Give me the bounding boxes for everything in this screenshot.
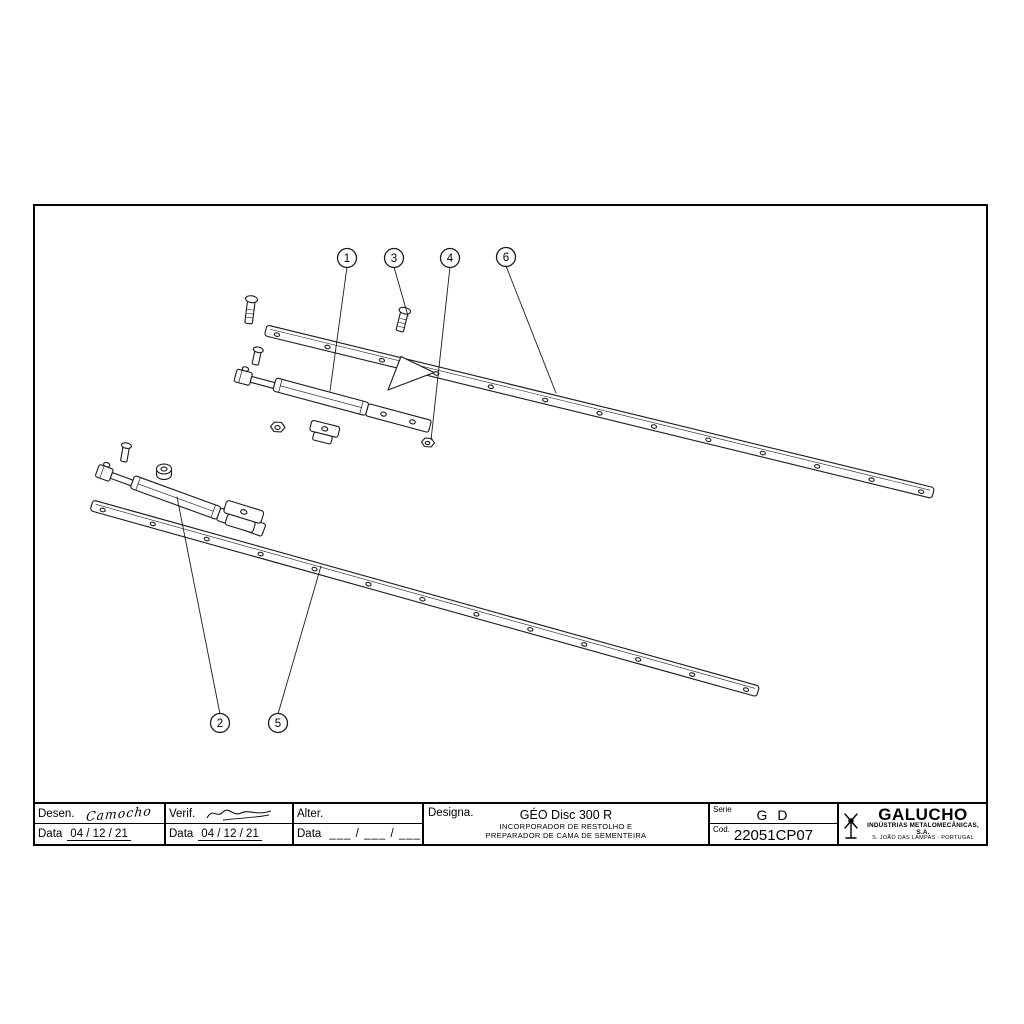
leader-lines [176, 265, 557, 715]
galucho-logo-icon [844, 813, 858, 839]
serie-label: Serie [713, 805, 732, 814]
svg-text:2: 2 [217, 718, 223, 730]
desen-data-label: Data [38, 828, 63, 840]
alter-data-value: ___ / ___ / ___ [329, 828, 422, 840]
serie-value: G D [756, 807, 791, 823]
title-block: Desen. Camocho Data 04 / 12 / 21 Verif. [35, 802, 986, 844]
titleblock-serie-cod-cell: Serie G D Cod. 22051CP07 [710, 804, 839, 844]
brand-line-1: INDÚSTRIAS METALOMECÂNICAS, S.A. [867, 822, 979, 836]
lower-rail-part [90, 500, 760, 697]
titleblock-alter-cell: Alter. Data ___ / ___ / ___ [294, 804, 424, 844]
nut-upper-part [269, 421, 286, 433]
titleblock-verif-cell: Verif. Data 04 / 12 / 21 [166, 804, 294, 844]
callout-2: 2 [209, 712, 231, 734]
brand-name: GALUCHO [878, 805, 968, 824]
fork-pin-bolt-upper [251, 346, 264, 366]
svg-text:5: 5 [275, 718, 281, 730]
svg-text:6: 6 [503, 252, 509, 264]
hinge-bolt-part [244, 295, 259, 325]
cod-value: 22051CP07 [733, 826, 814, 844]
brand-text: GALUCHO INDÚSTRIAS METALOMECÂNICAS, S.A.… [863, 806, 983, 842]
desen-data-value: 04 / 12 / 21 [67, 828, 131, 841]
alter-label: Alter. [297, 807, 324, 820]
clamp-upper-part [309, 419, 341, 445]
designa-title: GÉO Disc 300 R [519, 807, 613, 822]
gusset-plate-part [387, 355, 435, 391]
svg-text:3: 3 [391, 253, 397, 265]
drawing-frame: Desen. Camocho Data 04 / 12 / 21 Verif. [33, 204, 988, 846]
designa-subtitle-1: INCORPORADOR DE RESTOLHO E [499, 822, 633, 832]
titleblock-desen-cell: Desen. Camocho Data 04 / 12 / 21 [35, 803, 166, 844]
verif-data-value: 04 / 12 / 21 [198, 828, 262, 841]
desen-signature: Camocho [85, 803, 153, 824]
callouts: 1 3 4 6 2 [209, 246, 517, 734]
callout-6: 6 [495, 246, 517, 268]
callout-5: 5 [267, 712, 289, 734]
verif-data-label: Data [169, 828, 194, 840]
clamp-lower-part [223, 500, 265, 533]
upper-tensioner-part [233, 366, 432, 433]
titleblock-brand-cell: GALUCHO INDÚSTRIAS METALOMECÂNICAS, S.A.… [839, 804, 986, 844]
titleblock-designa-cell: Designa. GÉO Disc 300 R INCORPORADOR DE … [424, 804, 710, 844]
designa-label: Designa. [428, 807, 474, 819]
verif-signature-scribble [206, 809, 272, 820]
pivot-boss-part [155, 463, 173, 480]
desen-label: Desen. [38, 807, 75, 820]
fork-pin-bolt-lower [120, 442, 132, 463]
bolt-part-3 [395, 306, 412, 333]
alter-data-label: Data [297, 828, 322, 840]
callout-3: 3 [383, 247, 405, 269]
svg-text:4: 4 [447, 253, 454, 265]
brand-line-2: S. JOÃO DAS LAMPAS · PORTUGAL [872, 835, 974, 842]
verif-label: Verif. [169, 807, 196, 820]
callout-4: 4 [439, 247, 461, 269]
callout-1: 1 [336, 247, 358, 269]
svg-text:1: 1 [344, 253, 350, 265]
upper-rail-part [264, 325, 935, 499]
cod-label: Cod. [713, 825, 730, 834]
designa-subtitle-2: PREPARADOR DE CAMA DE SEMENTEIRA [485, 831, 647, 841]
